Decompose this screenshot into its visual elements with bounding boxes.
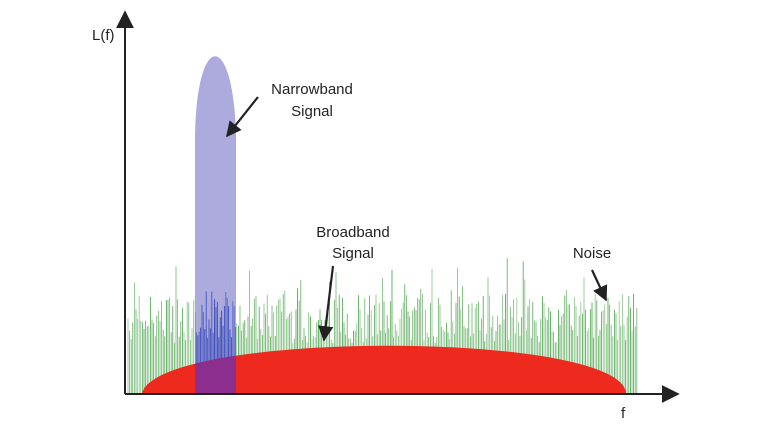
broadband-label-line2: Signal (332, 245, 374, 262)
broadband-label: Broadband (316, 224, 389, 241)
broadband-signal (142, 345, 626, 393)
noise-arrow (591, 269, 608, 302)
y-axis-label: L(f) (92, 27, 115, 44)
narrowband-arrow (226, 96, 259, 138)
broadband-arrow (318, 265, 335, 342)
narrowband-label: Narrowband (271, 81, 353, 98)
noise-label: Noise (573, 245, 611, 262)
narrowband-label-line2: Signal (291, 103, 333, 120)
x-axis-label: f (621, 405, 626, 422)
